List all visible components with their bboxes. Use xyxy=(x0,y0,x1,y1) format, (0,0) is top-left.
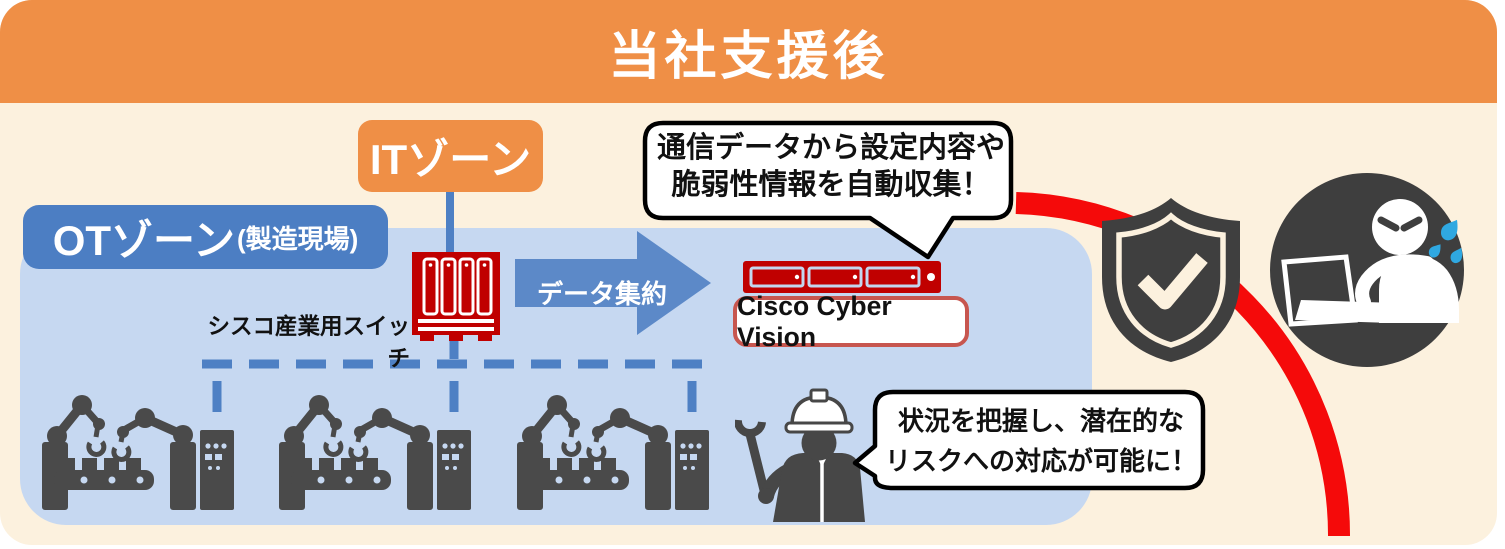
maintenance-worker-icon xyxy=(735,388,865,522)
ot-zone-label-sub: (製造現場) xyxy=(236,223,359,254)
switch-caption: シスコ産業用スイッチ xyxy=(207,314,410,371)
cyber-vision-label-text: Cisco Cyber Vision xyxy=(737,290,892,352)
callout-bottom-bubble xyxy=(852,389,1206,491)
callout-top-text: 通信データから設定内容や 脆弱性情報を自動収集！ xyxy=(650,130,1012,204)
cyber-vision-label: Cisco Cyber Vision xyxy=(733,291,969,352)
ot-zone-label: OTゾーン (製造現場) xyxy=(23,205,388,269)
it-zone-label: ITゾーン xyxy=(358,120,543,192)
sweat-drops-icon xyxy=(1428,219,1463,264)
ot-zone-label-main: OTゾーン xyxy=(52,216,235,264)
callout-bottom-line1: 状況を把握し、潜在的な xyxy=(897,406,1184,436)
flow-arrow-label: データ集約 xyxy=(536,279,667,309)
callout-bottom-text: 状況を把握し、潜在的な リスクへの対応が可能に！ xyxy=(880,401,1202,481)
callout-top-line1: 通信データから設定内容や xyxy=(656,132,1005,164)
robot-arm-conveyor-icon xyxy=(515,390,710,512)
industrial-switch-icon xyxy=(412,252,500,341)
robot-arm-conveyor-icon xyxy=(40,390,235,512)
flow-arrow-icon xyxy=(515,231,711,335)
shield-check-icon xyxy=(1102,198,1240,362)
page-title: 当社支援後 xyxy=(608,28,889,86)
callout-bottom-line2: リスクへの対応が可能に！ xyxy=(884,446,1197,476)
blocked-hacker-icon xyxy=(1270,173,1464,367)
callout-top-bubble xyxy=(642,120,1014,260)
callout-top-line2: 脆弱性情報を自動収集！ xyxy=(671,169,991,201)
it-zone-label-text: ITゾーン xyxy=(369,135,532,183)
robot-arm-conveyor-icon xyxy=(277,390,472,512)
cyber-vision-appliance-icon xyxy=(743,261,941,293)
header-banner: 当社支援後 xyxy=(0,0,1497,103)
